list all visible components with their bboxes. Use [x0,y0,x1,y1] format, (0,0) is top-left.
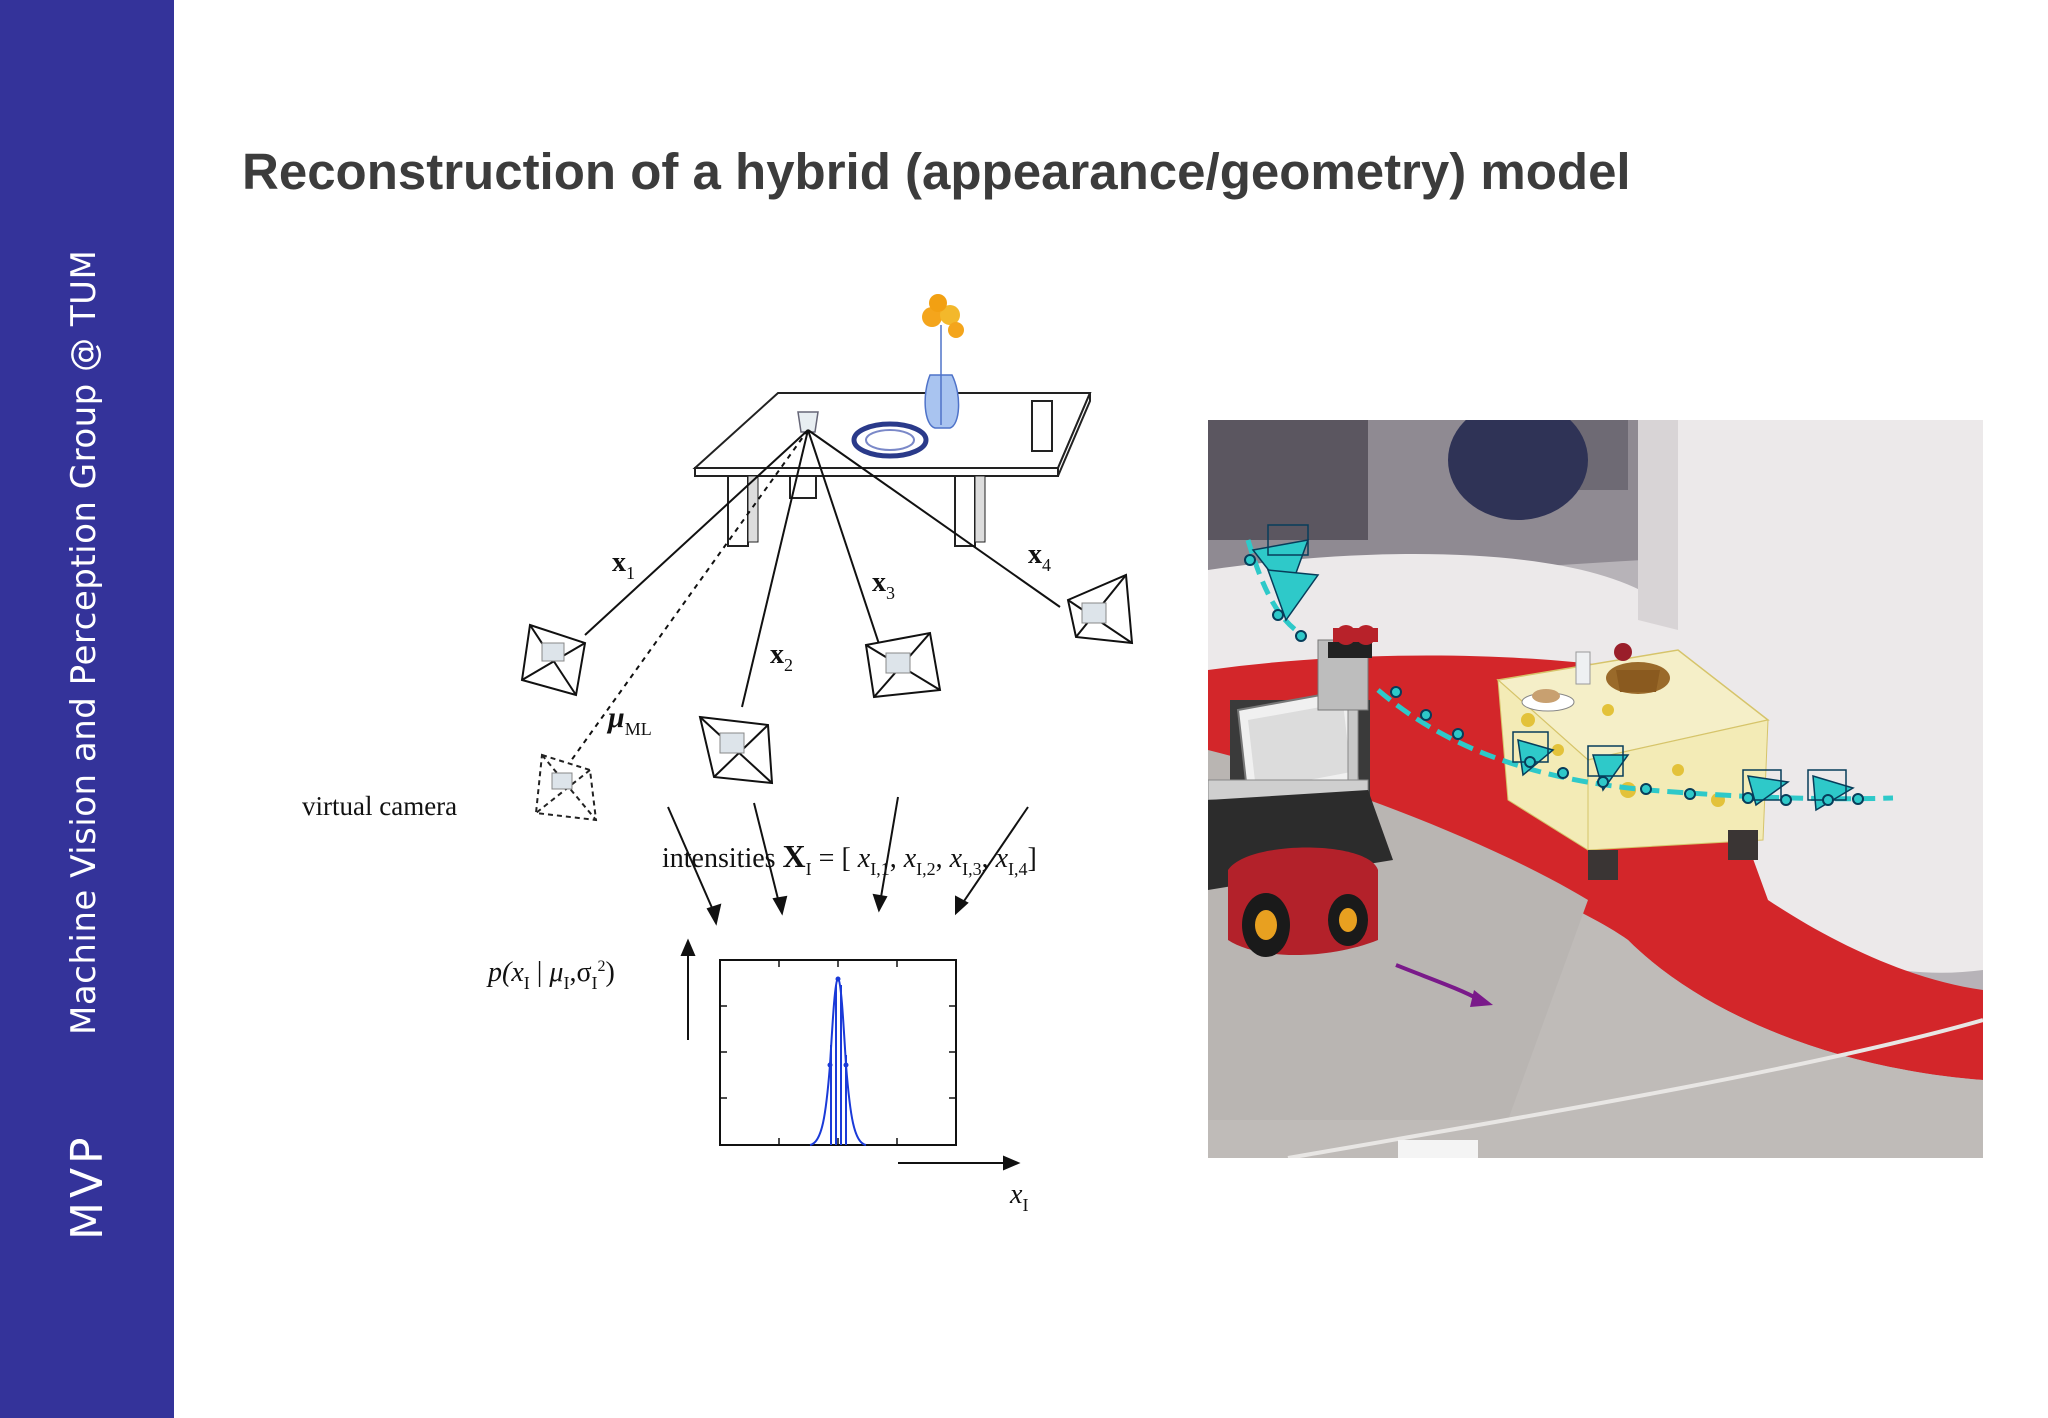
mu-ml-label: μML [606,701,652,739]
trajectory-cameras [1251,539,1855,812]
probability-label: p(xI | μI,σI2) [486,957,615,993]
ray-label-x3: x3 [872,567,895,603]
intensity-arrows [667,796,1029,926]
robot-scene-photo [1208,420,1983,1158]
camera-rays [534,429,1061,812]
ray-label-x1: x1 [612,547,635,583]
x-axis-label: xI [1009,1179,1028,1215]
camera-4 [1066,573,1134,645]
camera-2 [698,715,774,785]
slide-title: Reconstruction of a hybrid (appearance/g… [242,143,1631,200]
ray-label-x4: x4 [1028,539,1051,575]
virtual-camera-label: virtual camera [302,791,457,821]
trajectory-points [1244,554,1864,806]
robot [1208,625,1393,957]
virtual-camera [534,753,598,822]
camera-1 [520,623,587,697]
y-axis-arrow [680,938,696,1040]
motion-arrow [1395,963,1493,1007]
sidebar-abbreviation: MVP [62,1133,113,1240]
table [692,294,1092,547]
camera-3 [864,631,942,699]
gaussian-plot [719,959,957,1146]
appearance-diagram: x1 x2 x3 x4 μML virtual camera intensiti… [302,294,1134,1215]
sidebar: Machine Vision and Perception Group @ TU… [0,0,174,1418]
ray-label-x2: x2 [770,639,793,675]
x-axis-arrow [898,1155,1021,1171]
intensities-equation: intensities XI = [ xI,1, xI,2, xI,3, xI,… [662,838,1037,879]
sidebar-group-name: Machine Vision and Perception Group @ TU… [64,249,104,1035]
